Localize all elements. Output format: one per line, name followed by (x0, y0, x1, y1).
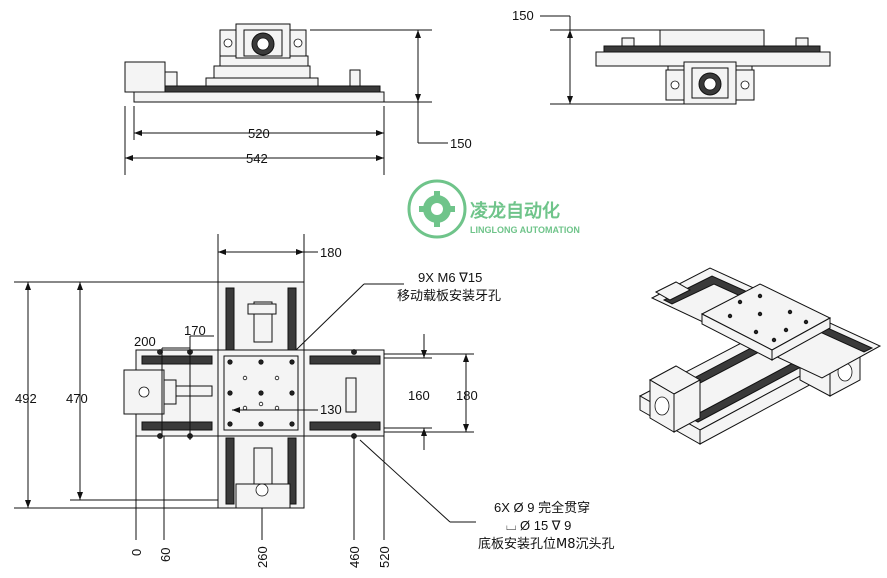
dim-right-160: 160 (408, 388, 430, 403)
dim-side-height: 150 (512, 8, 534, 23)
dim-plan-height-inner: 470 (66, 391, 88, 406)
dim-bottom-0: 0 (129, 549, 144, 556)
dim-bottom-260: 260 (255, 546, 270, 568)
dim-bottom-460: 460 (347, 546, 362, 568)
dim-offset-200: 200 (134, 334, 156, 349)
dim-offset-130: 130 (320, 402, 342, 417)
dim-offset-170: 170 (184, 323, 206, 338)
note-base-holes-3: 底板安装孔位M8沉头孔 (478, 536, 615, 552)
company-logo: 凌龙自动化 LINGLONG AUTOMATION (407, 179, 580, 239)
note-carrier-holes-2: 移动载板安装牙孔 (397, 289, 501, 304)
front-motor-block (124, 61, 166, 93)
front-view: 150 520 542 (124, 23, 472, 175)
isometric-view (638, 267, 882, 445)
logo-name-cn: 凌龙自动化 (470, 200, 560, 222)
dim-width-outer: 542 (246, 151, 268, 166)
front-carriage (213, 65, 311, 79)
dim-bottom-520: 520 (377, 546, 392, 568)
front-base-plate (133, 91, 385, 103)
dim-width-inner: 520 (248, 126, 270, 141)
front-rail (139, 85, 381, 93)
side-view: 150 (512, 8, 831, 105)
note-base-holes-2: ⌴ Ø 15 ∇ 9 (506, 518, 571, 533)
dim-carrier-width: 180 (320, 245, 342, 260)
logo-name-en: LINGLONG AUTOMATION (470, 225, 580, 235)
dim-top-view-height: 150 (450, 136, 472, 151)
plan-view: 180 492 470 200 170 130 1 (14, 234, 615, 568)
note-carrier-holes-1: 9X M6 ∇15 (418, 270, 482, 285)
dim-right-180: 180 (456, 388, 478, 403)
dim-plan-height-outer: 492 (15, 391, 37, 406)
dim-bottom-60: 60 (158, 548, 173, 562)
note-base-holes-1: 6X Ø 9 完全贯穿 (494, 500, 590, 515)
dragon-ring-icon (407, 179, 467, 239)
